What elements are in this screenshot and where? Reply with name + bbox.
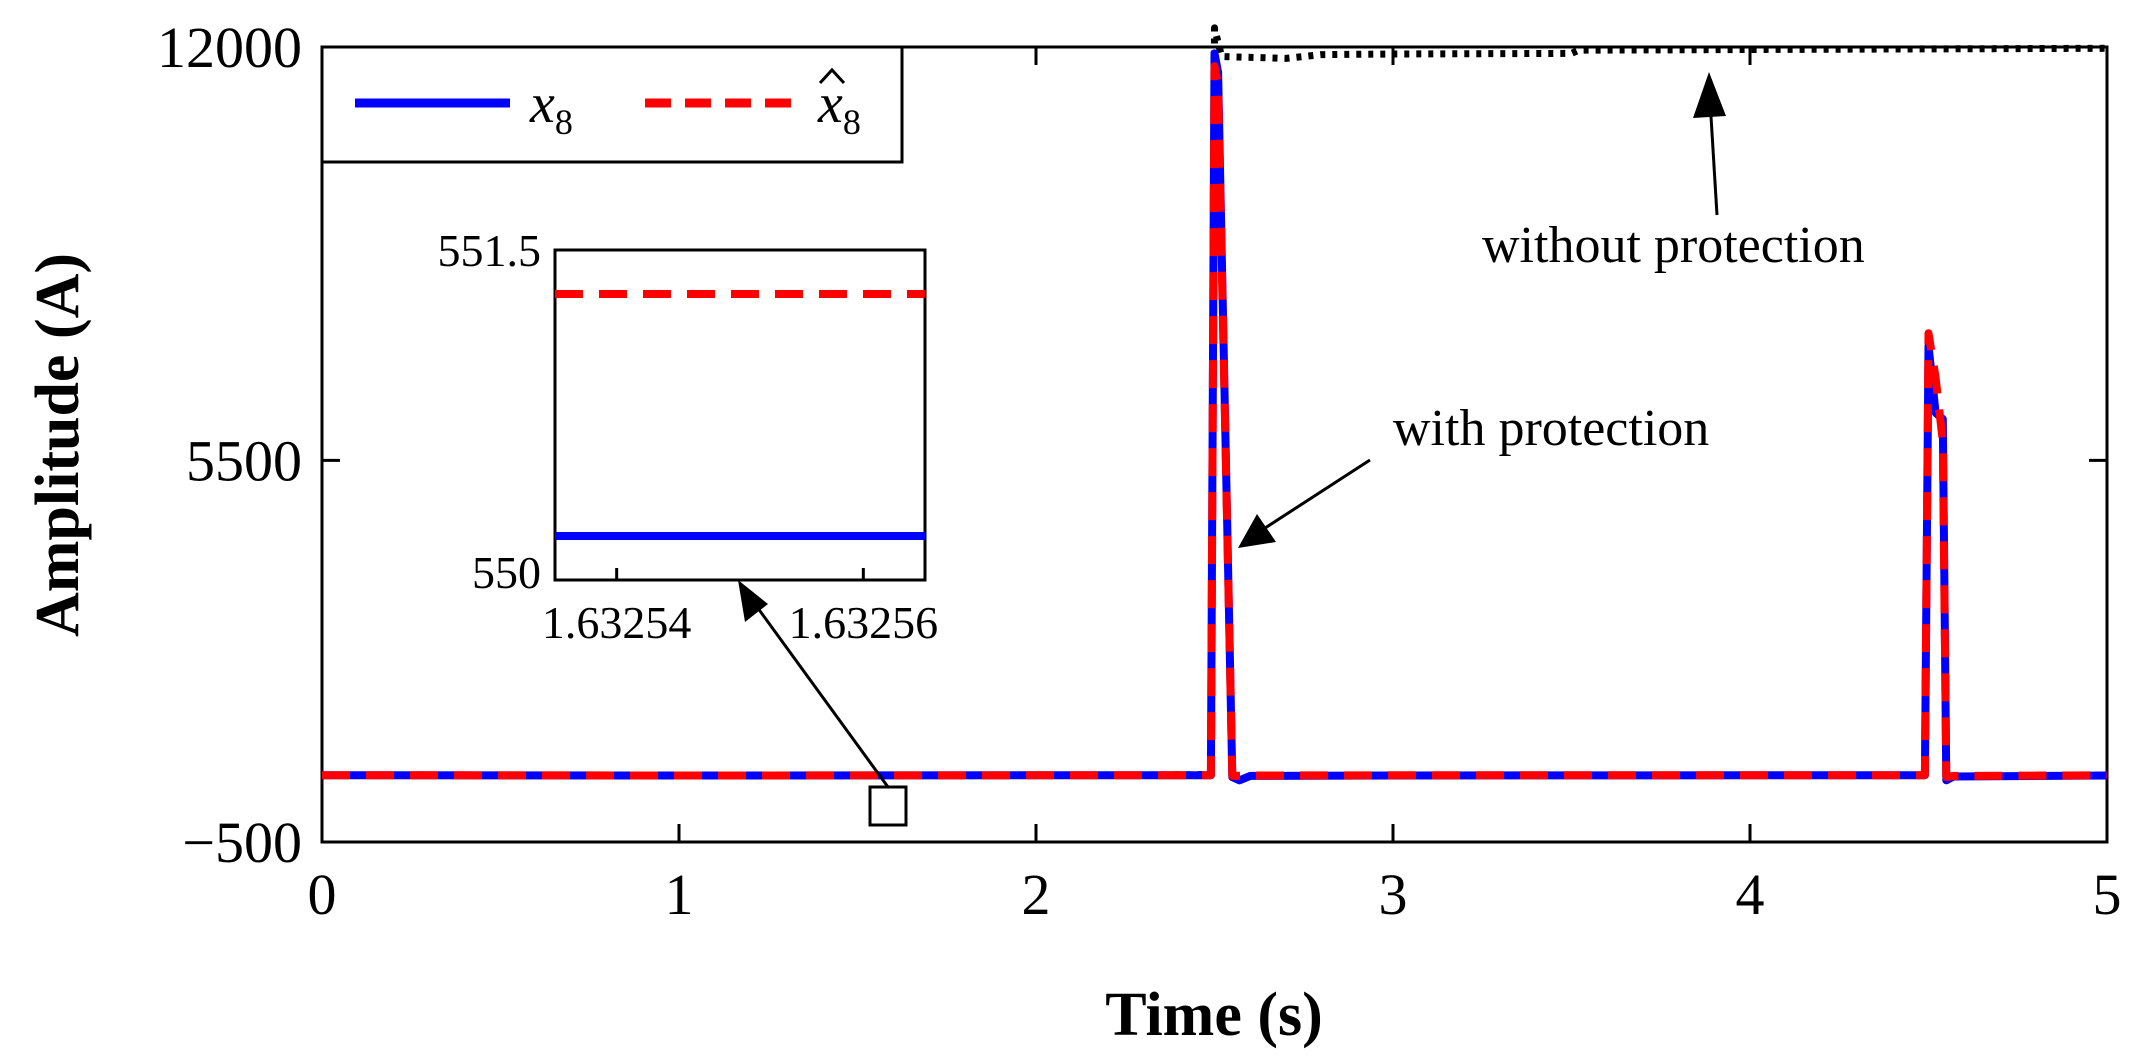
- x-tick-label: 2: [1022, 862, 1051, 927]
- arrowhead-without-protection: [1693, 72, 1726, 118]
- zoom-link-arrowhead: [738, 580, 768, 622]
- inset-lines: [555, 290, 925, 540]
- inset-ticks: 1.63254 1.63256 550 551.5: [438, 225, 939, 648]
- legend-label-x8: x8: [529, 73, 573, 142]
- zoom-link-arrow: [750, 599, 890, 788]
- x-tick-label: 3: [1379, 862, 1408, 927]
- x-tick-label: 1: [665, 862, 694, 927]
- axes-ticks: 0 1 2 3 4 5 −500 5500 12000: [157, 15, 2122, 927]
- plot-lines: [321, 24, 2108, 785]
- legend-hat-icon: [818, 67, 846, 85]
- annotation-with-protection: with protection: [1393, 400, 1709, 457]
- arrowhead-with-protection: [1238, 514, 1276, 548]
- y-axis-title: Amplitude (A): [24, 253, 92, 637]
- inset-x-tick-label: 1.63254: [542, 597, 692, 648]
- y-tick-label: −500: [182, 810, 302, 875]
- inset-frame: [553, 248, 927, 582]
- y-tick-label: 5500: [186, 428, 302, 493]
- legend: x8 x8: [320, 45, 904, 164]
- series-line-2: [321, 62, 2108, 782]
- arrow-without-protection: [1708, 99, 1719, 216]
- x-tick-label: 5: [2093, 862, 2122, 927]
- arrow-with-protection: [1261, 458, 1371, 532]
- x-axis-title: Time (s): [1105, 981, 1323, 1049]
- inset: 1.63254 1.63256 550 551.5: [438, 225, 939, 648]
- x-tick-label: 4: [1736, 862, 1765, 927]
- annotations: without protection with protection: [738, 72, 1865, 827]
- inset-y-tick-label: 551.5: [438, 225, 542, 276]
- x-tick-label: 0: [308, 862, 337, 927]
- inset-y-tick-label: 550: [472, 547, 541, 598]
- y-tick-label: 12000: [157, 15, 302, 80]
- annotation-without-protection: without protection: [1482, 217, 1865, 274]
- plot-area: [320, 45, 2109, 844]
- inset-x-tick-label: 1.63256: [789, 597, 939, 648]
